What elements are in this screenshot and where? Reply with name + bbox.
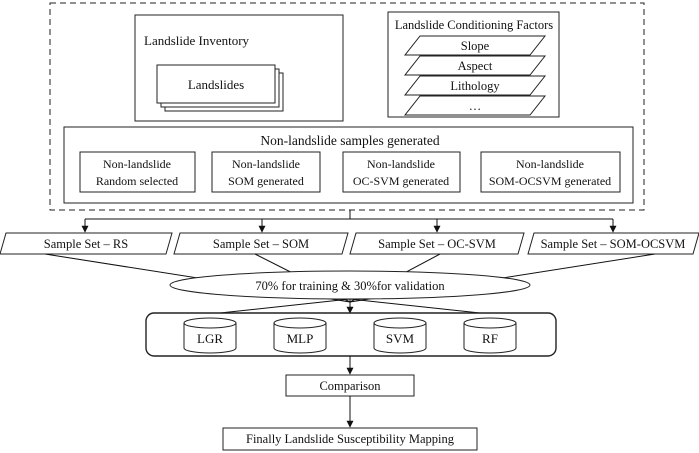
method-som-line2: SOM generated (228, 174, 304, 188)
database-icon (273, 323, 327, 354)
factor-layer-aspect (403, 55, 547, 76)
final-mapping-label: Finally Landslide Susceptibility Mapping (246, 432, 455, 446)
factor-label-more: … (469, 99, 482, 113)
method-random-line1: Non-landslide (103, 157, 171, 171)
database-icon (183, 323, 237, 354)
factor-layer-more (403, 95, 547, 116)
landslide-inventory-panel: Landslide Inventory Landslides (134, 14, 344, 122)
comparison-label: Comparison (319, 379, 381, 393)
method-som-ocsvm-line2: SOM-OCSVM generated (489, 174, 611, 188)
sample-set-rs-label: Sample Set – RS (44, 237, 128, 251)
sample-set-rs-shape (0, 232, 173, 255)
method-ocsvm-line2: OC-SVM generated (353, 174, 449, 188)
model-lgr-label: LGR (197, 331, 223, 346)
final-mapping-box (222, 427, 478, 451)
model-lgr: LGR (183, 317, 237, 354)
factor-label-aspect: Aspect (458, 59, 493, 73)
sample-set-som-label: Sample Set – SOM (213, 237, 309, 251)
sample-set-som-ocsvm-label: Sample Set – SOM-OCSVM (541, 237, 686, 251)
model-svm: SVM (373, 317, 427, 354)
database-icon (373, 323, 427, 354)
split-label: 70% for training & 30%for validation (255, 279, 445, 293)
method-box-som-ocsvm (480, 151, 621, 193)
method-box-ocsvm (342, 151, 461, 193)
factor-label-lithology: Lithology (450, 79, 500, 93)
conditioning-factors-title: Landslide Conditioning Factors (395, 18, 553, 32)
model-svm-label: SVM (386, 331, 415, 346)
landslides-stack-icon (156, 64, 284, 112)
models-container (145, 312, 557, 357)
database-icon (463, 323, 517, 354)
model-rf-label: RF (482, 331, 498, 346)
nonlandslide-title: Non-landslide samples generated (260, 133, 439, 148)
model-mlp: MLP (273, 317, 327, 354)
landslides-label: Landslides (188, 77, 244, 92)
method-som-ocsvm-line1: Non-landslide (516, 157, 584, 171)
method-box-random (79, 151, 196, 193)
method-ocsvm-line1: Non-landslide (367, 157, 435, 171)
model-mlp-label: MLP (287, 331, 314, 346)
conditioning-factors-panel: Landslide Conditioning Factors Slope Asp… (387, 11, 560, 118)
sample-set-ocsvm-shape (349, 232, 525, 255)
factor-label-slope: Slope (461, 39, 490, 53)
method-som-line1: Non-landslide (232, 157, 300, 171)
factor-layer-slope (403, 35, 547, 56)
model-connectors (219, 298, 481, 314)
nonlandslide-samples-panel: Non-landslide samples generated Non-land… (63, 126, 634, 204)
sample-sets: Sample Set – RS Sample Set – SOM Sample … (0, 232, 699, 255)
factor-layer-lithology (403, 75, 547, 96)
landslide-inventory-title: Landslide Inventory (144, 33, 250, 48)
sample-distribution-connectors (81, 210, 617, 233)
sample-set-ocsvm-label: Sample Set – OC-SVM (378, 237, 496, 251)
sample-set-som-ocsvm-shape (527, 232, 699, 255)
sample-set-som-shape (173, 232, 349, 255)
model-rf: RF (463, 317, 517, 354)
method-random-line2: Random selected (96, 174, 178, 188)
method-box-som (211, 151, 321, 193)
